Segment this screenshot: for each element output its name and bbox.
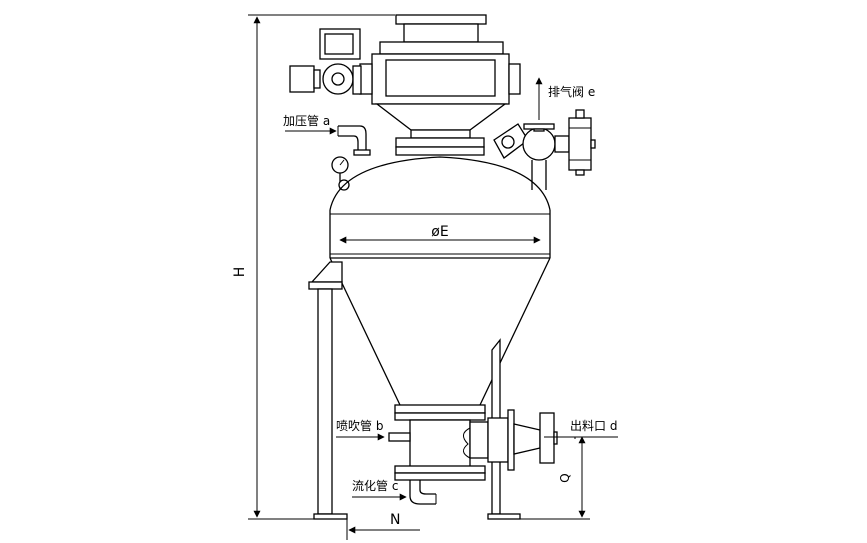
diameter-label: øE bbox=[431, 224, 448, 240]
offset-label: N bbox=[390, 512, 400, 528]
vessel-body: øE bbox=[329, 156, 551, 406]
outlet-dimension: 出料口 d Q bbox=[520, 419, 618, 520]
blow-pipe: 喷吹管 b bbox=[336, 418, 411, 442]
pressurize-pipe: 加压管 a bbox=[283, 113, 371, 156]
offset-dimension: N bbox=[346, 512, 420, 540]
top-feed-valve bbox=[359, 14, 521, 156]
height-dimension: H bbox=[232, 14, 395, 520]
outlet-label: 出料口 d bbox=[570, 419, 617, 433]
bottom-discharge bbox=[394, 404, 599, 481]
pressure-gauge bbox=[331, 156, 350, 191]
outlet-height-label: Q bbox=[558, 473, 572, 482]
solenoid-actuator bbox=[289, 28, 362, 95]
fluidize-pipe: 流化管 c bbox=[352, 478, 437, 505]
exhaust-label: 排气阀 e bbox=[548, 84, 595, 99]
pressurize-label: 加压管 a bbox=[283, 113, 330, 128]
height-label: H bbox=[232, 267, 248, 278]
exhaust-valve: 排气阀 e bbox=[493, 77, 596, 190]
fluidize-label: 流化管 c bbox=[352, 478, 398, 493]
blow-label: 喷吹管 b bbox=[336, 418, 383, 433]
left-support-leg bbox=[308, 261, 348, 520]
